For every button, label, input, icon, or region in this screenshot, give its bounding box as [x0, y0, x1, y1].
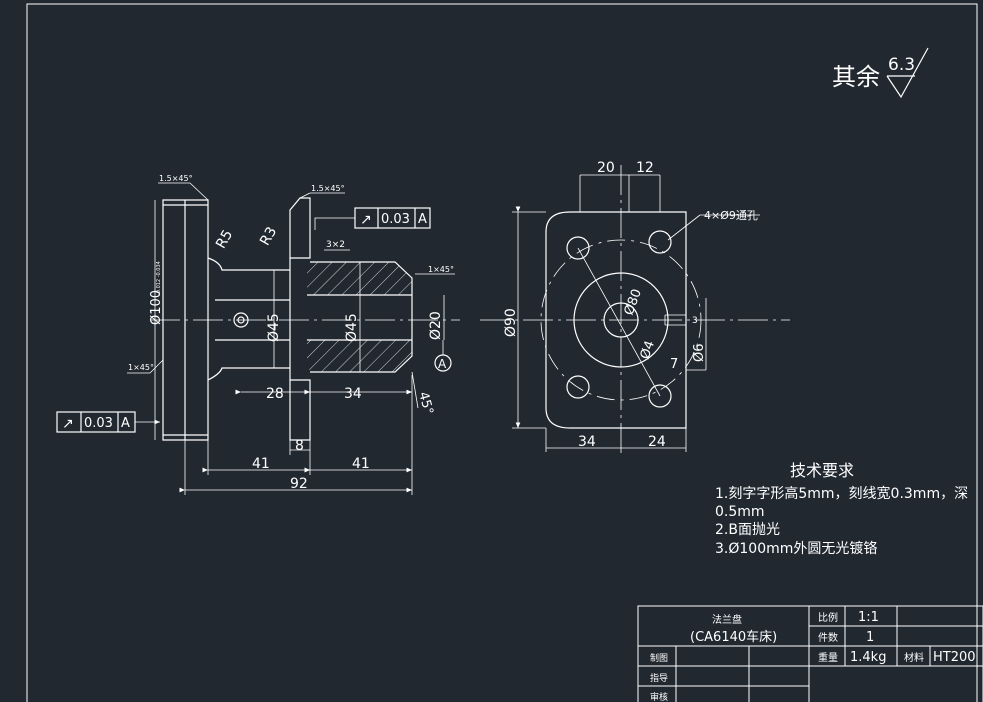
front-view-labels: 20 12 4×Ø9通孔 Ø90 Ø80 Ø4 Ø6 7 3 34 24: [503, 160, 758, 450]
dim-12: 12: [636, 160, 654, 176]
undercut-label: 3×2: [326, 240, 345, 250]
tech-requirements: 技术要求 1.刻字字形高5mm，刻线宽0.3mm，深 0.5mm 2.B面抛光 …: [715, 461, 968, 557]
runout-top-datum: A: [418, 212, 427, 227]
runout-left-datum: A: [121, 416, 130, 431]
weight-label: 重量: [818, 651, 838, 664]
surface-finish-symbol: 其余 6.3: [832, 47, 929, 99]
dim-41-a: 41: [252, 456, 270, 472]
side-view-labels: 1.5×45° 1.5×45° 1×45° 1×45° 3×2 R5 R3 ↗ …: [62, 174, 454, 492]
dim-dia20: Ø20: [428, 311, 444, 340]
tech-title: 技术要求: [790, 461, 854, 480]
dim-dia6: Ø6: [692, 343, 707, 362]
radius-5: R5: [213, 227, 236, 251]
dim-dia80: Ø80: [622, 287, 645, 317]
material-label: 材料: [904, 651, 924, 664]
runout-top-tol: 0.03: [381, 212, 410, 227]
dim-3: 3: [692, 316, 698, 326]
title-block-text: 法兰盘 (CA6140车床) 比例 1:1 件数 1 重量 1.4kg 材料 H…: [650, 610, 976, 702]
weight-value: 1.4kg: [850, 650, 886, 665]
guide-label: 指导: [650, 672, 668, 684]
dim-7: 7: [670, 357, 678, 372]
radius-3: R3: [257, 224, 280, 248]
datum-label: A: [438, 357, 447, 371]
scale-label: 比例: [818, 611, 838, 624]
surface-finish-value: 6.3: [888, 55, 915, 75]
dim-dia90: Ø90: [503, 308, 519, 337]
part-sub: (CA6140车床): [690, 629, 777, 645]
dim-dia100: Ø100: [149, 290, 164, 325]
surface-finish-text: 其余: [832, 63, 880, 91]
drawing-border: [26, 3, 978, 702]
chamfer-1-b: 1×45°: [128, 363, 154, 372]
dim-dia4: Ø4: [638, 339, 658, 362]
tech-line-3: 2.B面抛光: [715, 522, 780, 538]
holes-note: 4×Ø9通孔: [704, 209, 758, 222]
angle-45: 45°: [415, 390, 435, 416]
dim-34-side: 34: [344, 386, 362, 402]
dim-20: 20: [597, 160, 615, 176]
dim-dia45-left: Ø45: [266, 313, 282, 342]
drawn-label: 制图: [650, 652, 668, 664]
chamfer-1-5-a: 1.5×45°: [159, 174, 193, 183]
dim-92: 92: [290, 476, 308, 492]
dim-34-front: 34: [578, 434, 596, 450]
dim-41-b: 41: [352, 456, 370, 472]
review-label: 审核: [650, 691, 668, 702]
dim-dia100-tol: -0.012 -0.034: [156, 261, 162, 295]
front-view: [480, 165, 790, 455]
material-value: HT200: [933, 650, 976, 665]
dim-24: 24: [648, 434, 666, 450]
tech-line-1: 1.刻字字形高5mm，刻线宽0.3mm，深: [715, 485, 968, 502]
dim-8: 8: [295, 438, 304, 454]
runout-left-tol: 0.03: [84, 416, 113, 431]
dim-28: 28: [266, 386, 284, 402]
part-name: 法兰盘: [712, 613, 742, 626]
tech-line-2: 0.5mm: [715, 504, 765, 520]
title-block: [637, 605, 983, 702]
dim-dia45-mid: Ø45: [344, 313, 360, 342]
qty-value: 1: [866, 630, 874, 645]
chamfer-1-a: 1×45°: [428, 265, 454, 274]
runout-top-symbol: ↗: [360, 212, 372, 228]
tech-line-4: 3.Ø100mm外圆无光镀铬: [715, 540, 877, 557]
scale-value: 1:1: [858, 610, 879, 625]
runout-left-symbol: ↗: [62, 416, 74, 432]
side-view: [56, 182, 460, 495]
chamfer-1-5-b: 1.5×45°: [311, 184, 345, 193]
qty-label: 件数: [818, 631, 838, 644]
